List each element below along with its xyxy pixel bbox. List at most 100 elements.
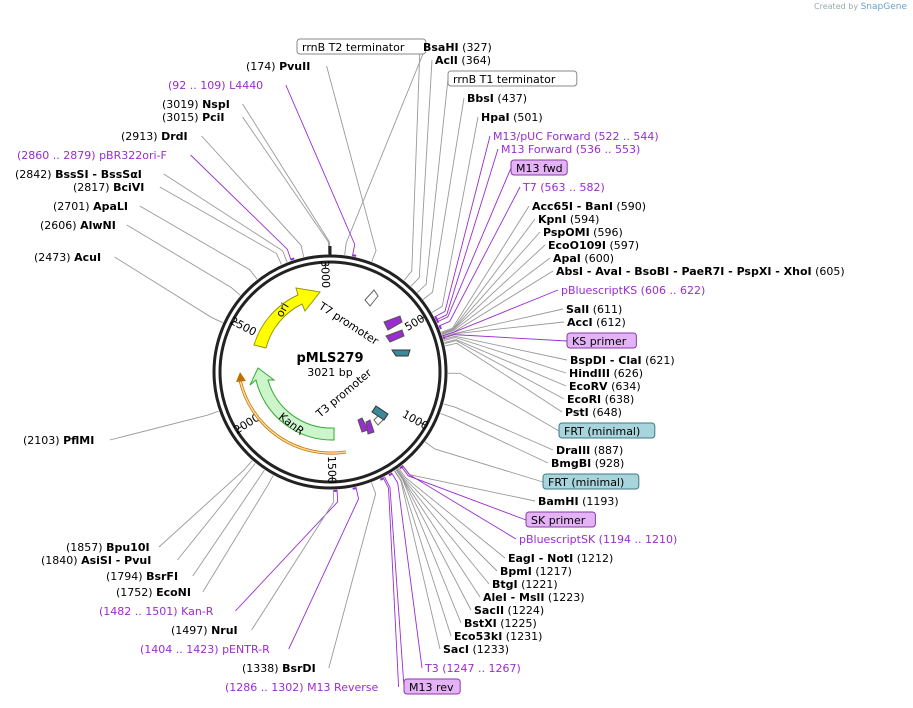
label-nrui[interactable]: (1497) NruI (171, 624, 238, 637)
label-ecori[interactable]: EcoRI (638) (567, 393, 634, 406)
label-bpu10i[interactable]: (1857) Bpu10I (66, 541, 150, 554)
label-rrnb-t2[interactable]: rrnB T2 terminator (296, 38, 427, 55)
label-part-b-pvuii-174: PvuII (279, 60, 310, 73)
label-part-b-absi: (605) (812, 265, 845, 278)
sk-primer-mark[interactable] (357, 417, 369, 433)
frt-minimal-mark-1[interactable] (391, 349, 411, 357)
label-part-b-pcii: PciI (202, 111, 224, 124)
label-part-b-sali: (611) (589, 303, 622, 316)
label-pbluescriptsk[interactable]: pBluescriptSK (1194 .. 1210) (519, 533, 677, 546)
label-hpai[interactable]: HpaI (501) (481, 111, 543, 124)
label-m13rev[interactable]: M13 rev (403, 678, 461, 695)
label-alei[interactable]: AleI - MslI (1223) (483, 591, 585, 604)
label-pvuii-174[interactable]: (174) PvuII (246, 60, 310, 73)
label-part-b-sacii: (1224) (504, 604, 544, 617)
label-drdi[interactable]: (2913) DrdI (121, 130, 188, 143)
label-t7[interactable]: T7 (563 .. 582) (522, 181, 605, 194)
label-saci[interactable]: SacI (1233) (443, 643, 509, 656)
label-acli[interactable]: AclI (364) (435, 54, 491, 67)
ks-primer-mark[interactable] (385, 329, 405, 343)
label-text-pbluescriptks: pBluescriptKS (606 .. 622) (561, 284, 705, 297)
label-eagi[interactable]: EagI - NotI (1212) (508, 552, 613, 565)
label-pspomi[interactable]: PspOMI (596) (543, 226, 623, 239)
label-acci[interactable]: AccI (612) (567, 316, 626, 329)
label-part-b-m13rev-long: M13 Reverse (307, 681, 378, 694)
label-absi[interactable]: AbsI - AvaI - BsoBI - PaeR7I - PspXI - X… (556, 265, 845, 278)
label-part-a-econi: (1752) (116, 586, 156, 599)
label-pbluescriptks[interactable]: pBluescriptKS (606 .. 622) (561, 284, 705, 297)
label-draiii[interactable]: DraIII (887) (556, 444, 623, 457)
label-hindiii[interactable]: HindIII (626) (569, 367, 643, 380)
label-nspi[interactable]: (3019) NspI (162, 98, 230, 111)
label-m13puc[interactable]: M13/pUC Forward (522 .. 544) (493, 130, 659, 143)
label-part-b-ecorv: (634) (608, 380, 641, 393)
label-pentr-r[interactable]: (1404 .. 1423) pENTR-R (140, 643, 270, 656)
label-m13rev-long[interactable]: (1286 .. 1302) M13 Reverse (225, 681, 378, 694)
label-pbr322[interactable]: (2860 .. 2879) pBR322ori-F (17, 149, 167, 162)
label-kanr-primer[interactable]: (1482 .. 1501) Kan-R (99, 605, 214, 618)
label-text-bspdi: BspDI - ClaI (621) (570, 354, 675, 367)
ori-feature-arrow[interactable] (253, 287, 321, 349)
leader-pbr322 (190, 154, 292, 261)
label-part-a-apai: ApaI (553, 252, 581, 265)
label-acc65i[interactable]: Acc65I - BanI (590) (532, 200, 646, 213)
label-text-btgi: BtgI (1221) (492, 578, 558, 591)
leader-bpu10i (158, 460, 253, 548)
leader-bmgbi (440, 413, 549, 464)
label-bsahi[interactable]: BsaHI (327) (423, 41, 492, 54)
label-ecoo109i[interactable]: EcoO109I (597) (548, 239, 639, 252)
label-kpni[interactable]: KpnI (594) (538, 213, 599, 226)
label-l4440[interactable]: (92 .. 109) L4440 (168, 79, 263, 92)
label-bspdi[interactable]: BspDI - ClaI (621) (570, 354, 675, 367)
label-bmgbi[interactable]: BmgBI (928) (551, 457, 624, 470)
label-part-a-bsrfi: (1794) (106, 570, 146, 583)
label-eco53ki[interactable]: Eco53kI (1231) (454, 630, 542, 643)
label-sali[interactable]: SalI (611) (566, 303, 622, 316)
label-asisi[interactable]: (1840) AsiSI - PvuI (41, 554, 151, 567)
leader-nspi (242, 103, 330, 255)
label-bstxi[interactable]: BstXI (1225) (464, 617, 537, 630)
label-part-a-bmgbi: BmgBI (551, 457, 591, 470)
m13-fwd-primer-mark[interactable] (383, 315, 403, 331)
label-apai[interactable]: ApaI (600) (553, 252, 614, 265)
label-t3[interactable]: T3 (1247 .. 1267) (424, 662, 521, 675)
label-pflmi[interactable]: (2103) PflMI (23, 434, 94, 447)
label-rrnb-t1[interactable]: rrnB T1 terminator (447, 70, 578, 87)
snapgene-logo-text: SnapGene (860, 2, 907, 12)
label-bsrfi[interactable]: (1794) BsrFI (106, 570, 178, 583)
label-part-a-asisi: (1840) (41, 554, 81, 567)
label-sacii[interactable]: SacII (1224) (474, 604, 544, 617)
m13-rev-primer-mark[interactable] (365, 419, 375, 435)
label-acui[interactable]: (2473) AcuI (34, 251, 101, 264)
label-ecorv[interactable]: EcoRV (634) (569, 380, 641, 393)
label-apali[interactable]: (2701) ApaLI (53, 200, 128, 213)
label-frt2[interactable]: FRT (minimal) (542, 473, 640, 490)
label-part-a-alei: AleI - MslI (483, 591, 544, 604)
label-ks-primer[interactable]: KS primer (566, 332, 637, 349)
label-bcivi[interactable]: (2817) BciVI (73, 181, 144, 194)
label-alwni[interactable]: (2606) AlwNI (40, 219, 116, 232)
label-part-b-ecori: (638) (601, 393, 634, 406)
label-text-acli: AclI (364) (435, 54, 491, 67)
label-pcii[interactable]: (3015) PciI (162, 111, 225, 124)
label-bpmi[interactable]: BpmI (1217) (500, 565, 572, 578)
label-part-b-draiii: (887) (590, 444, 623, 457)
label-m13fwd[interactable]: M13 fwd (510, 159, 568, 176)
label-bbsi[interactable]: BbsI (437) (467, 92, 527, 105)
kanr-feature-arrow[interactable] (249, 367, 335, 441)
label-frt1[interactable]: FRT (minimal) (558, 422, 656, 439)
label-text-bsahi: BsaHI (327) (423, 41, 492, 54)
label-psti[interactable]: PstI (648) (565, 406, 622, 419)
label-btgi[interactable]: BtgI (1221) (492, 578, 558, 591)
label-sk-primer[interactable]: SK primer (525, 511, 596, 528)
label-econi[interactable]: (1752) EcoNI (116, 586, 191, 599)
label-part-a-bstxi: BstXI (464, 617, 497, 630)
t7-promoter-arrow[interactable] (364, 289, 379, 307)
label-bsrdi[interactable]: (1338) BsrDI (242, 662, 316, 675)
primer-mark-m13rev-long (379, 477, 385, 481)
leader-nrui (251, 489, 335, 631)
label-bamhi[interactable]: BamHI (1193) (538, 495, 619, 508)
label-bsssi[interactable]: (2842) BssSI - BssSαI (15, 168, 142, 181)
frt-minimal-mark-2[interactable] (371, 405, 389, 421)
label-m13fwd-long[interactable]: M13 Forward (536 .. 553) (501, 143, 640, 156)
